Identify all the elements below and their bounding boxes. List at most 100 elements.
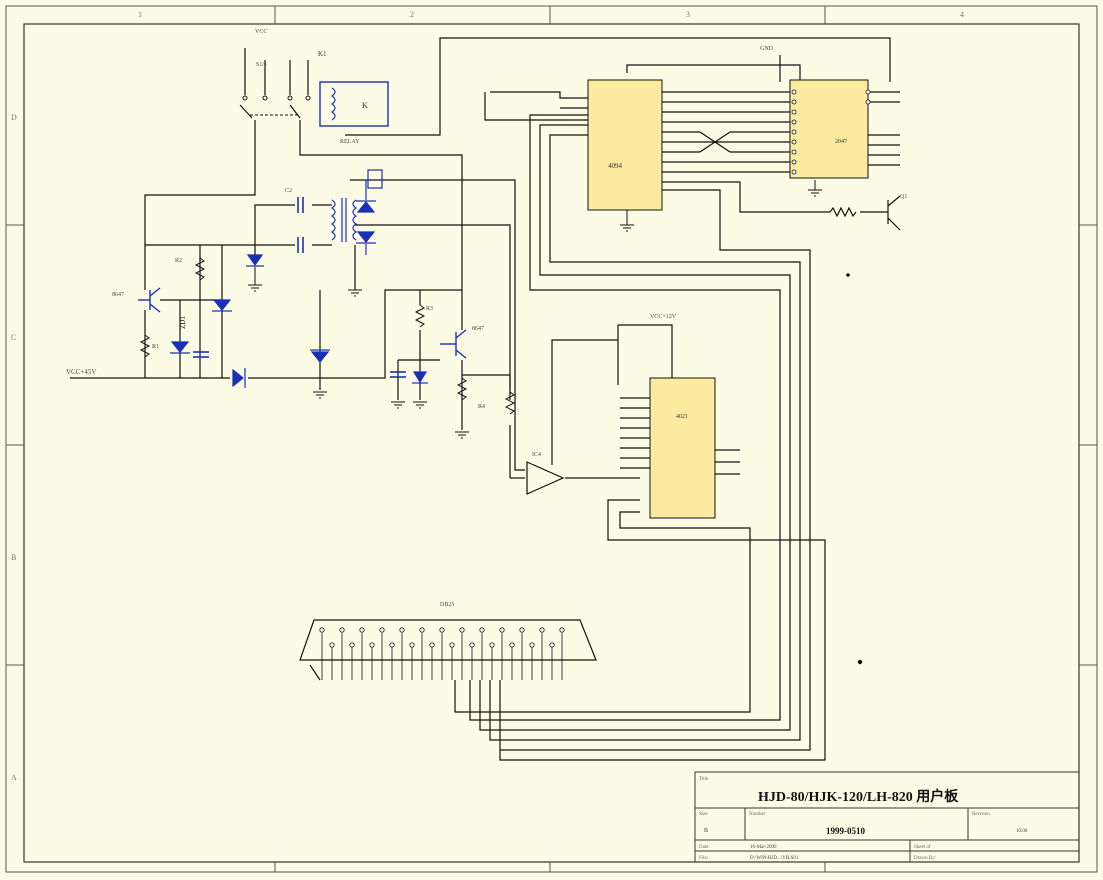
zener-diode: ZD1 [170,316,190,354]
vcc-input-label: VCC+45V [66,368,96,376]
file-value: D:\WIN\HJD...\YH.S01 [750,856,799,861]
capacitor-c3 [390,371,406,378]
db25-connector: DB25 [299,602,597,680]
switch-s1: S1/1 VCC [242,29,311,116]
db25-pin [429,642,435,648]
db25-pin [419,627,425,633]
capacitor-c2: C2 [285,188,304,253]
db25-pin [339,627,345,633]
db25-pin [499,627,505,633]
vcc-input: VCC+45V [66,368,96,376]
row-marker-b: B [11,553,16,562]
rectifier-diodes [356,169,383,255]
size-label: Size [699,812,708,817]
transistor-3: Q1 [829,194,907,231]
resistor-r4-label: R4 [478,404,485,410]
transistor-3-label: Q1 [900,194,907,200]
db25-pin [379,627,385,633]
db25-pin [519,627,525,633]
db25-pin [359,627,365,633]
drawing-number: 1999-0510 [826,826,865,836]
size-value: B [704,828,708,834]
relay-name-label: RELAY [340,139,360,145]
diode-d4 [310,349,330,363]
diode-d2 [232,368,246,388]
row-marker-c: C [11,333,16,342]
db25-pin [489,642,495,648]
inner-frame [23,23,1080,863]
db25-pin [469,642,475,648]
col-marker-2: 2 [410,10,414,19]
title-label: Title [699,777,709,782]
resistor-r1-label: R1 [152,344,159,350]
title-block: Title HJD-80/HJK-120/LH-820 用户板 Size B N… [694,771,1080,863]
power-top-label: VCC [255,29,267,35]
number-label: Number [749,812,766,817]
db25-pin [449,642,455,648]
vcc12-label: VCC+12V [650,314,677,320]
db25-pin [559,627,565,633]
transistor-1: 8647 [112,287,161,313]
row-marker-a: A [11,773,17,782]
gnd-label: GND [760,46,774,52]
relay-body-label: K [362,101,368,110]
db25-pin [389,642,395,648]
outer-frame [5,5,1098,873]
chip-4094: 4094 [587,79,663,211]
zener-2 [412,371,428,384]
capacitor-c1 [193,351,209,358]
col-marker-3: 3 [686,10,690,19]
chip-2047-label: 2047 [835,139,847,145]
resistor-r2-label: R2 [175,258,182,264]
schematic-title: HJD-80/HJK-120/LH-820 用户板 [758,788,959,805]
db25-pin [439,627,445,633]
opamp-label: IC4 [532,452,541,458]
db25-pin [459,627,465,633]
transformer [330,198,358,242]
transistor-1-label: 8647 [112,292,124,298]
db25-pin [319,627,325,633]
date-label: Date: [699,845,710,850]
transistor-2: 8647 [440,326,484,359]
junction-dot [846,273,850,277]
db25-pin [549,642,555,648]
switch-label: S1/1 [256,62,267,68]
drawn-label: Drawn By: [914,856,936,861]
db25-pin [409,642,415,648]
sheet-label: Sheet of [914,845,931,850]
relay-k1: K K1 RELAY [318,50,389,145]
date-value: 16-Mar-2000 [750,845,777,850]
resistor-r3: R3 [414,304,433,328]
revision-label: Revision [972,812,990,817]
db25-pin [329,642,335,648]
db25-pin [349,642,355,648]
opamp-ic4: IC4 [526,452,565,495]
db25-pin [399,627,405,633]
chip-4021: 4021 [649,377,716,519]
revision-value: 10.00 [1016,829,1028,834]
resistor-r4: R4 [456,377,516,415]
resistor-r2: R2 [175,257,206,281]
diode-d1 [212,299,232,312]
col-marker-4: 4 [960,10,964,19]
db25-pin [369,642,375,648]
file-label: File: [699,856,708,861]
col-marker-1: 1 [138,10,142,19]
junction-dot [857,659,863,665]
db25-pin [509,642,515,648]
relay-ref-label: K1 [318,50,327,58]
border-markers: 1 2 3 4 D C B A [11,10,964,782]
db25-pin [539,627,545,633]
ground-symbols [248,180,822,439]
chip-2047: 2047 [789,79,871,179]
diode-d3 [246,254,264,267]
transistor-2-label: 8647 [472,326,484,332]
wires [70,37,900,761]
capacitor-c2-label: C2 [285,188,292,194]
zener-label: ZD1 [179,316,187,329]
chip-4094-label: 4094 [608,162,623,170]
db25-pin [479,627,485,633]
db25-label: DB25 [440,602,454,608]
chip-4021-label: 4021 [676,414,688,420]
